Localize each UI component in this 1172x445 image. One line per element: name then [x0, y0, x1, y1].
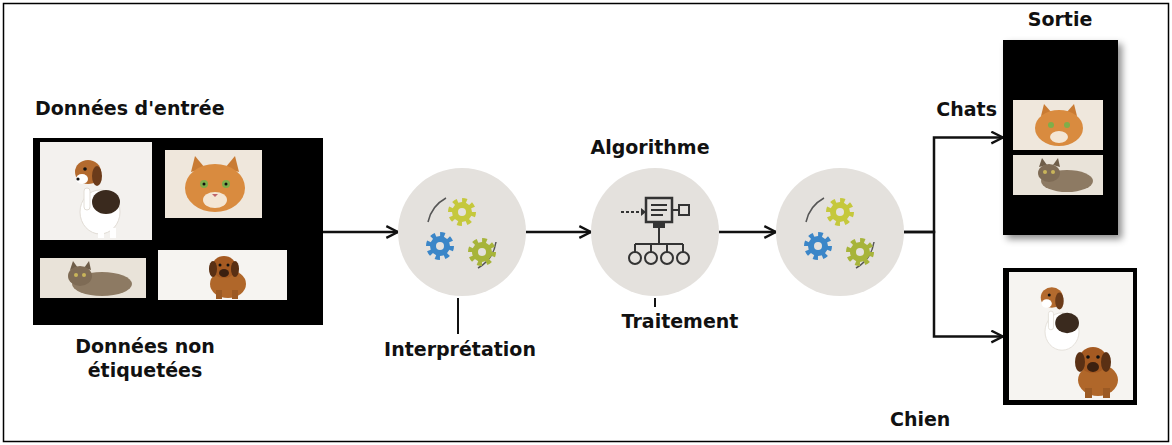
- outer-frame: [4, 4, 1169, 442]
- process-circle: AlgorithmeTraitement: [591, 168, 719, 296]
- algorithm-icon: [591, 168, 719, 296]
- leader-line: [457, 298, 459, 334]
- flow-arrow: [904, 232, 1003, 337]
- class-label: Chats: [915, 98, 997, 122]
- dog-photos: [1003, 268, 1137, 405]
- step-heading: Algorithme: [550, 136, 750, 160]
- output-panel: Chien: [1003, 268, 1137, 405]
- flow-arrow: [719, 231, 776, 234]
- flow-arrow: [526, 231, 591, 234]
- step-label: Interprétation: [340, 338, 580, 362]
- process-circle: Interprétation: [398, 168, 526, 296]
- panel-caption: Données non étiquetées: [45, 335, 245, 383]
- process-circle: [776, 168, 904, 296]
- class-label: Chien: [890, 408, 970, 432]
- flow-arrow: [904, 138, 1003, 233]
- cat-photos: [1003, 40, 1118, 235]
- output-panel: SortieChats: [1003, 40, 1118, 235]
- panel-heading: Données d'entrée: [35, 97, 335, 121]
- panel-heading: Sortie: [1005, 8, 1115, 32]
- input-photos: [33, 138, 323, 325]
- flow-arrow: [323, 231, 398, 234]
- gears-icon: [398, 168, 526, 296]
- step-label: Traitement: [580, 310, 780, 334]
- gears-icon: [776, 168, 904, 296]
- input-panel: Données d'entréeDonnées non étiquetées: [33, 138, 323, 325]
- leader-line: [654, 298, 656, 307]
